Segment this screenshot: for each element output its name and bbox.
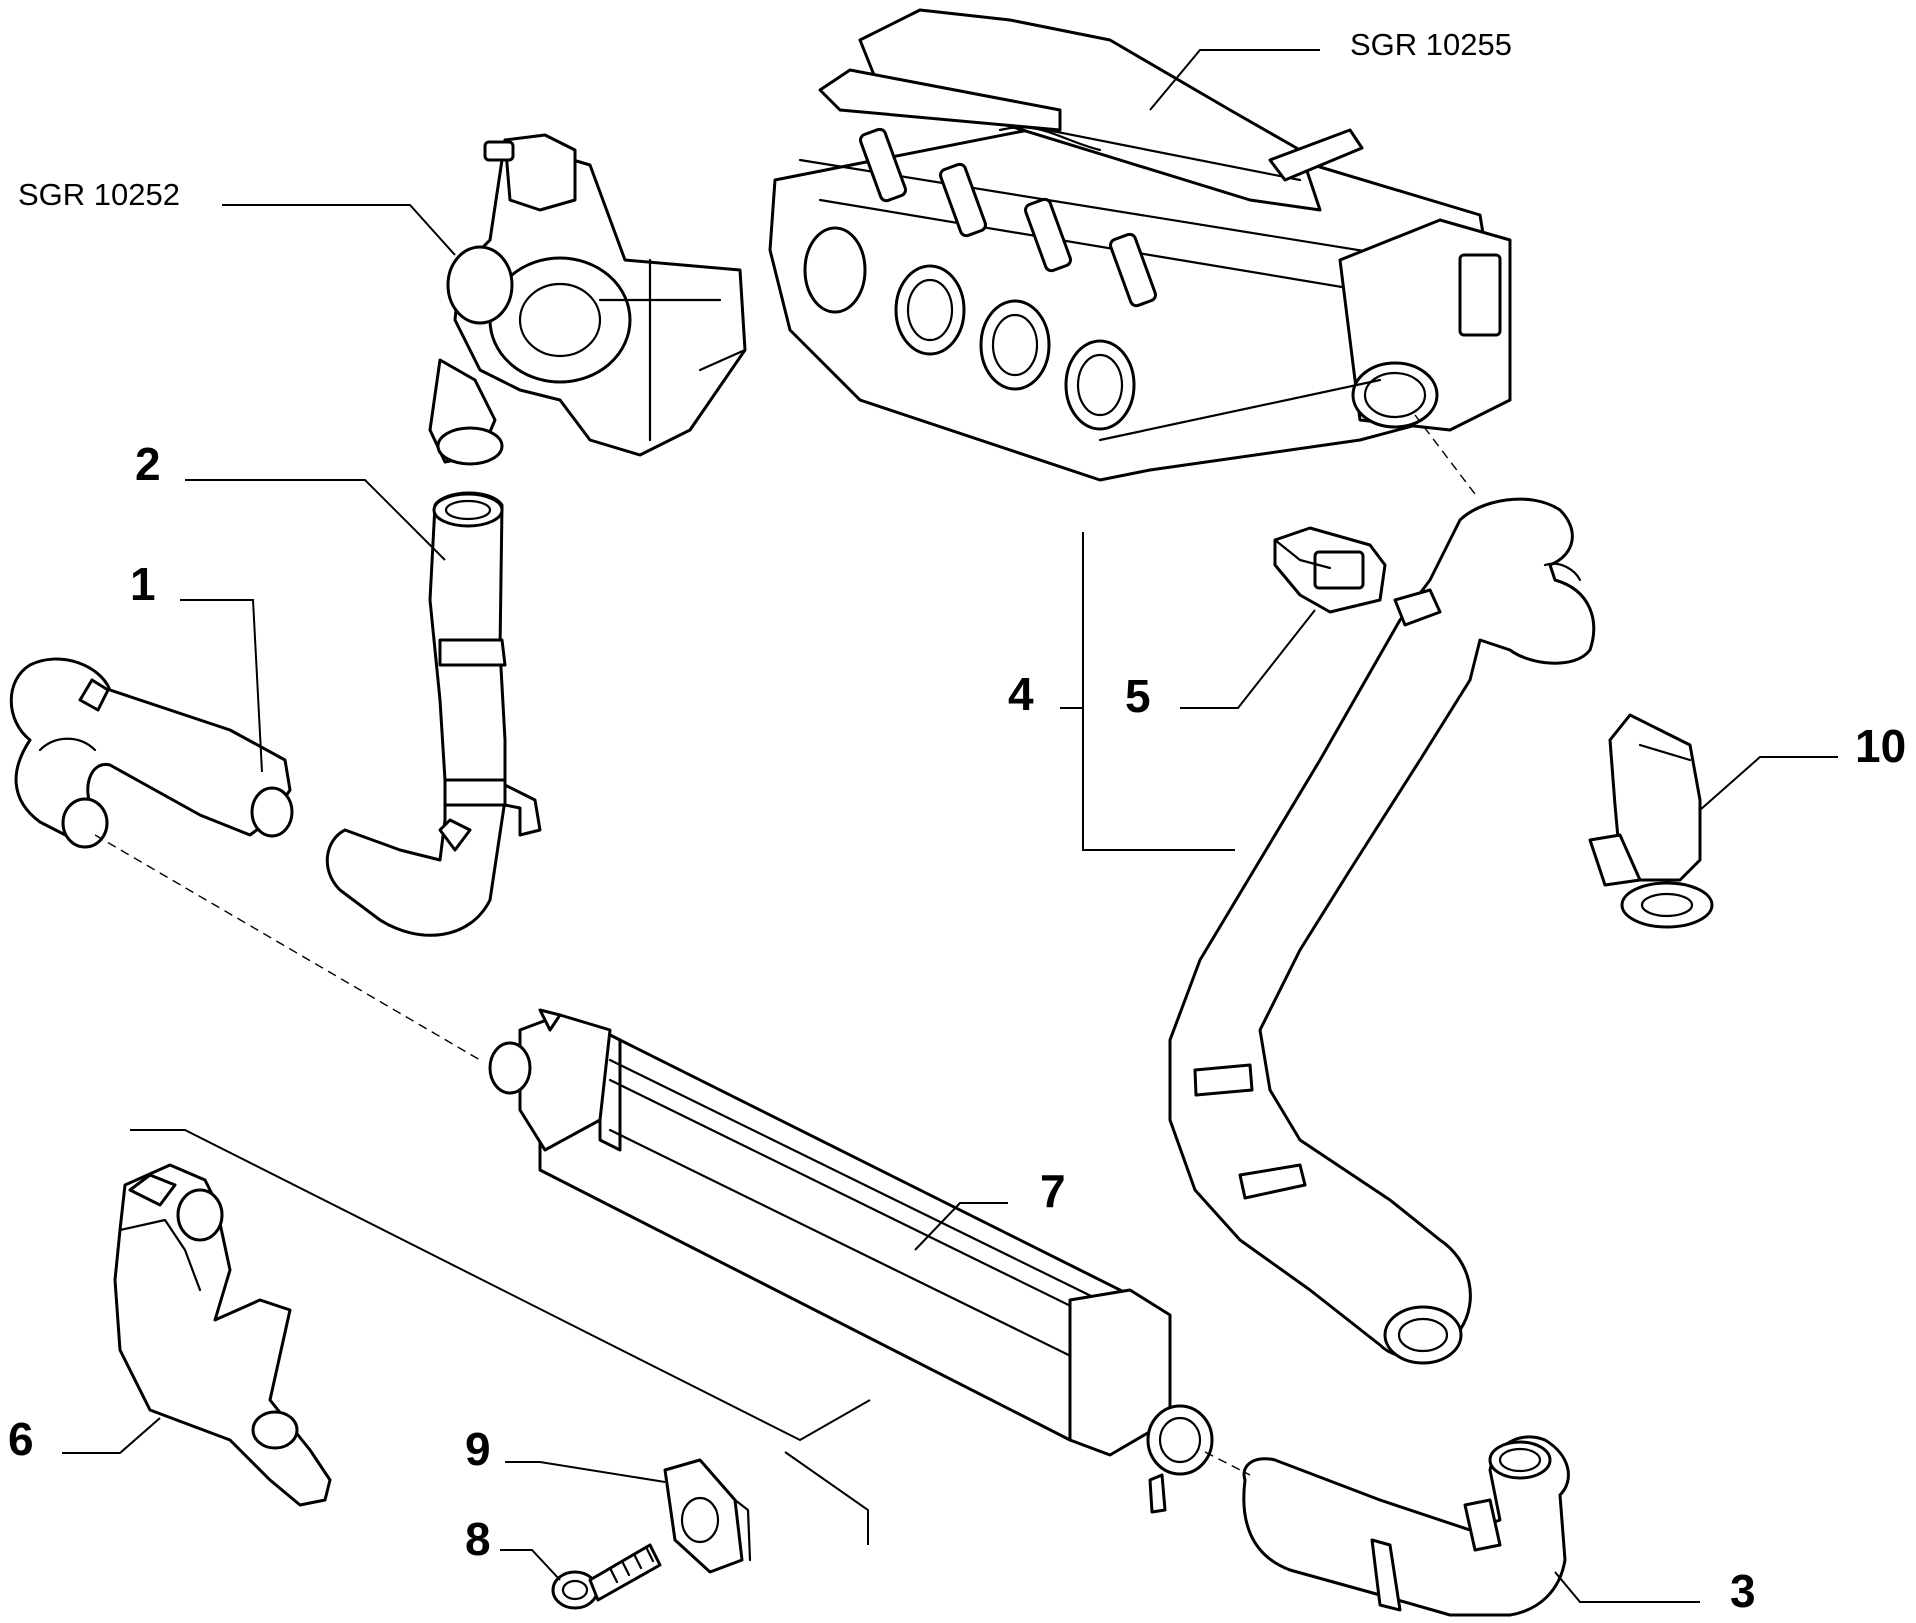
part-9-nut-clip	[663, 1458, 752, 1574]
callout-7: 7	[1040, 1165, 1066, 1217]
part-2-hose	[325, 491, 542, 937]
ref-sgr-10252: SGR 10252	[18, 177, 180, 212]
callout-2: 2	[135, 438, 161, 490]
labels: SGR 10252 SGR 10255 1 2 3 4 5 6 7 8 9 10	[8, 27, 1906, 1617]
callout-3: 3	[1730, 1565, 1756, 1617]
ref-sgr-10255: SGR 10255	[1350, 27, 1512, 62]
callout-1: 1	[130, 558, 156, 610]
part-8-bolt	[551, 1543, 662, 1610]
callout-6: 6	[8, 1413, 34, 1465]
leader-lines	[62, 49, 1838, 1603]
part-7-intercooler	[488, 1008, 1214, 1514]
part-1-hose	[9, 657, 294, 849]
part-6-bracket	[113, 1163, 332, 1507]
callout-4: 4	[1008, 668, 1034, 720]
turbocharger	[428, 133, 747, 466]
callout-9: 9	[465, 1423, 491, 1475]
part-10-clip	[1588, 713, 1714, 929]
intake-manifold-assembly	[768, 8, 1512, 482]
alignment-lines	[94, 414, 1479, 1476]
part-4-hose	[1168, 497, 1596, 1365]
callout-10: 10	[1855, 720, 1906, 772]
part-3-hose	[1242, 1435, 1570, 1617]
part-5-sensor	[1273, 526, 1387, 614]
callout-5: 5	[1125, 670, 1151, 722]
callout-8: 8	[465, 1513, 491, 1565]
